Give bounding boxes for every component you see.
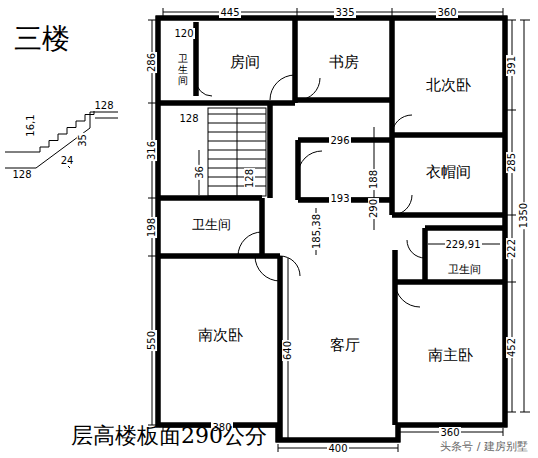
dimension-text: 445 [219,7,240,18]
dimension-text: 286 [147,51,158,72]
stair-tread [237,132,266,133]
dimension-text: 391 [507,54,518,75]
room-name: 卫生间 [178,53,188,86]
room: 南次卧 [165,300,275,370]
dimension-text: 380 [211,422,232,433]
dimension-text: 198 [147,216,158,237]
stair-tread [208,168,237,169]
stair-tread [208,186,237,187]
stair-step [76,115,85,122]
stair-tread [208,141,237,142]
room-name: 房间 [230,53,260,72]
dimension-text: 285 [507,151,518,172]
dimension-text: 400 [327,443,348,454]
room: 卫生间 [171,44,195,94]
stair-tread [208,150,237,151]
dimension-text: 128 [178,113,199,124]
dimension-text: 296 [329,135,350,146]
room-name: 卫生间 [448,262,481,277]
stair-tread [237,114,266,115]
dimension-text: 550 [147,329,158,350]
dimension-text: 229,91 [445,239,482,250]
dimension-text: 128 [93,100,114,111]
dimension-text: 193 [329,193,350,204]
room: 北次卧 [396,60,501,110]
dimension-text: 222 [507,237,518,258]
room-name: 客厅 [330,336,360,355]
dimension-text: 128 [11,169,32,180]
stair-tread [208,123,237,124]
stair-tread [237,150,266,151]
room: 书房 [300,40,388,85]
room: 卫生间 [428,259,500,279]
stair-tread [237,159,266,160]
dimension-text: 640 [283,339,294,360]
stair-tread [237,141,266,142]
dimension-text: 360 [436,7,457,18]
dimension-text: 335 [334,7,355,18]
dimension-text: 290 [369,197,380,218]
stair-step [58,128,67,135]
dimension-text: 120 [173,28,194,39]
floor-title: 三楼 [14,20,70,58]
dimension-text: 16,1 [24,113,35,137]
stair-step [40,141,49,148]
stair-tread [208,114,237,115]
room-name: 书房 [329,53,359,72]
stair-tread [208,132,237,133]
room: 房间 [200,40,290,85]
stair-treads [208,108,266,196]
room-name: 卫生间 [192,216,231,234]
doors [196,75,425,307]
room-name: 南主卧 [428,346,473,365]
dimension-text: 452 [507,336,518,357]
watermark: 头条号 / 建房别墅 [439,441,529,453]
room: 卫生间 [165,205,257,245]
dimension-text: 24 [60,155,75,166]
stair-step [67,121,76,128]
dimension-text: 128 [245,167,256,188]
stair-tread [237,123,266,124]
dimension-text: 36 [193,165,204,180]
room: 衣帽间 [396,150,501,195]
dimension-lines [148,8,530,452]
dimension-text: 35 [76,133,87,148]
height-note: 层高楼板面290公分 [70,424,94,448]
dimension-text: 316 [147,139,158,160]
room-name: 衣帽间 [426,163,471,182]
dimension-text: 1350 [518,201,529,228]
room-name: 北次卧 [426,76,471,95]
room: 南主卧 [400,330,500,380]
stair-section [5,108,118,168]
stair-step [49,134,58,141]
dimension-text: 360 [439,427,460,438]
dimension-text: 185,38 [311,213,322,250]
room-name: 南次卧 [198,326,243,345]
stair-tread [208,177,237,178]
walls [158,18,505,440]
dimension-text: 188 [369,168,380,189]
room: 客厅 [300,320,390,370]
stair-tread [208,159,237,160]
